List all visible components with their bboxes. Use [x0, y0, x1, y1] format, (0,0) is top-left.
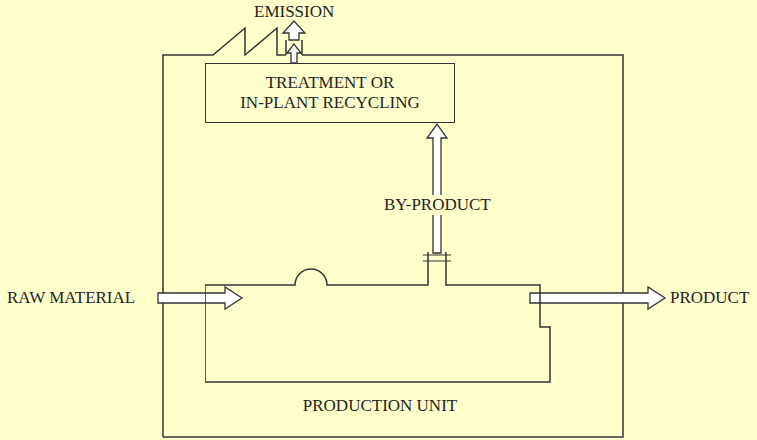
- output-arrow: [530, 287, 665, 309]
- output-label: PRODUCT: [667, 288, 752, 308]
- unit-label: PRODUCTION UNIT: [205, 396, 555, 416]
- emission-arrow: [283, 21, 305, 40]
- process-label: TREATMENT OR IN-PLANT RECYCLING: [232, 73, 428, 113]
- flow-label: BY-PRODUCT: [381, 195, 494, 215]
- word: UNIT: [417, 396, 458, 415]
- production-tank: PRODUCTION UNIT: [205, 252, 555, 424]
- emission-label: EMISSION: [251, 2, 337, 22]
- word: OR: [371, 73, 395, 92]
- exhaust-arrow: [287, 44, 301, 63]
- word: PRODUCTION: [303, 396, 413, 415]
- tank-shape: [205, 252, 550, 382]
- process-box: TREATMENT OR IN-PLANT RECYCLING: [205, 63, 455, 123]
- word: RECYCLING: [323, 93, 420, 112]
- word: IN-PLANT: [240, 93, 318, 112]
- input-arrow: [158, 287, 242, 309]
- nozzle-flange: [423, 255, 451, 261]
- input-label: RAW MATERIAL: [4, 288, 138, 308]
- factory-outline: [163, 28, 623, 437]
- word: TREATMENT: [266, 73, 367, 92]
- flow-arrow: [427, 124, 447, 253]
